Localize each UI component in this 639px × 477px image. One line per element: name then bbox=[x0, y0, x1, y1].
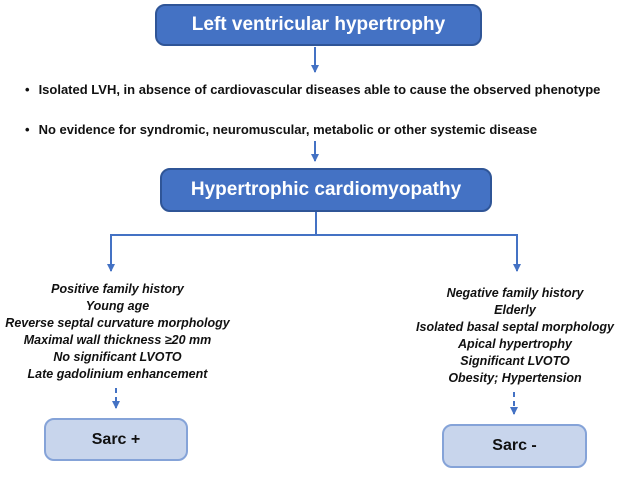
criterion: Obesity; Hypertension bbox=[448, 371, 582, 385]
criterion-bullet-2: • No evidence for syndromic, neuromuscul… bbox=[25, 122, 537, 137]
sarc-negative-criteria-list: Negative family history Elderly Isolated… bbox=[395, 285, 635, 387]
lvh-box: Left ventricular hypertrophy bbox=[155, 4, 482, 46]
hcm-box-label: Hypertrophic cardiomyopathy bbox=[190, 179, 462, 200]
lvh-box-label: Left ventricular hypertrophy bbox=[191, 14, 446, 35]
criterion: Maximal wall thickness ≥20 mm bbox=[23, 333, 212, 347]
criterion: Late gadolinium enhancement bbox=[27, 367, 208, 381]
bullet-text: No evidence for syndromic, neuromuscular… bbox=[38, 122, 538, 137]
criterion: Significant LVOTO bbox=[460, 354, 570, 368]
sarc-positive-criteria-list: Positive family history Young age Revers… bbox=[0, 281, 235, 383]
sarc-negative-label: Sarc - bbox=[492, 437, 537, 454]
sarc-negative-box: Sarc - bbox=[442, 424, 587, 468]
criterion-bullet-1: • Isolated LVH, in absence of cardiovasc… bbox=[25, 82, 600, 97]
criterion: Positive family history bbox=[51, 282, 184, 296]
bullet-marker: • bbox=[25, 122, 30, 137]
hcm-box: Hypertrophic cardiomyopathy bbox=[160, 168, 492, 212]
criterion: Isolated basal septal morphology bbox=[416, 320, 614, 334]
sarc-positive-label: Sarc + bbox=[91, 430, 141, 448]
criterion: Reverse septal curvature morphology bbox=[5, 316, 230, 330]
criterion: No significant LVOTO bbox=[53, 350, 182, 364]
bullet-marker: • bbox=[25, 82, 30, 97]
criterion: Elderly bbox=[494, 303, 536, 317]
criterion: Young age bbox=[85, 299, 150, 313]
criterion: Negative family history bbox=[446, 286, 584, 300]
bullet-text: Isolated LVH, in absence of cardiovascul… bbox=[38, 82, 601, 97]
criterion: Apical hypertrophy bbox=[458, 337, 572, 351]
sarc-positive-box: Sarc + bbox=[44, 418, 188, 461]
